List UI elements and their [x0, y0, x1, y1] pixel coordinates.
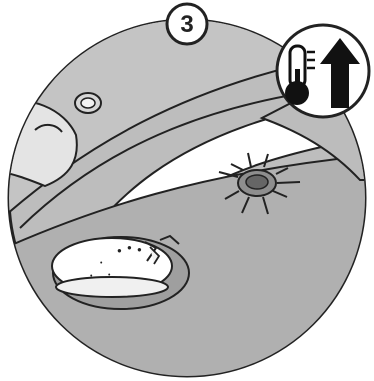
small-button-center [81, 98, 95, 108]
svg-text:●: ● [137, 245, 142, 254]
svg-text:●: ● [127, 243, 132, 252]
step-number: 3 [180, 11, 193, 38]
temperature-increase-icon [277, 25, 369, 117]
step-badge: 3 [167, 4, 207, 44]
svg-text:●: ● [117, 246, 122, 255]
